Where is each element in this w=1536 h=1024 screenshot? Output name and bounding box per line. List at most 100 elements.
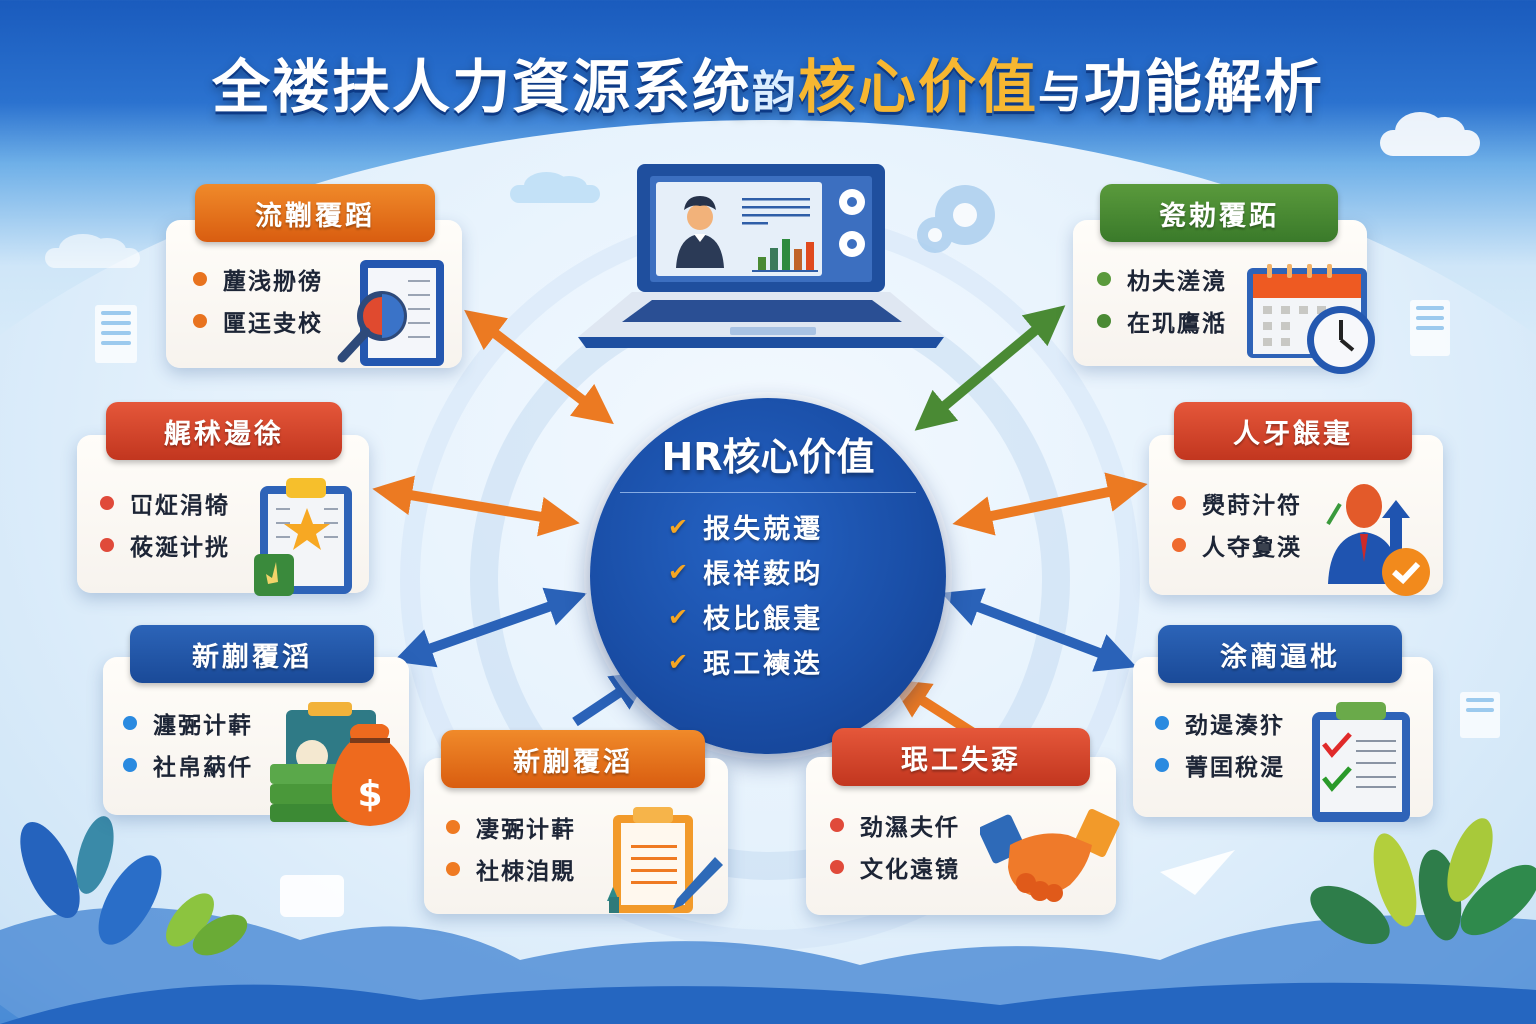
bullet-label: 人夺夐渶 xyxy=(1202,535,1302,561)
card-header: 瓷勅覆跖 xyxy=(1100,184,1338,242)
card-bullets: 燢莳汁符 人夺夐渶 xyxy=(1172,482,1302,566)
bullet-dot-icon xyxy=(100,538,114,552)
bullet-label: 社帛蒳仟 xyxy=(153,755,253,781)
paper-plane-icon xyxy=(1160,850,1235,895)
bullet-dot-icon xyxy=(446,862,460,876)
bullet-dot-icon xyxy=(1097,314,1111,328)
bar-chart-icon xyxy=(752,239,818,272)
bullet-dot-icon xyxy=(100,496,114,510)
calendar-clock-icon xyxy=(1247,264,1375,374)
bullet-dot-icon xyxy=(193,272,207,286)
laptop-illustration xyxy=(578,164,944,348)
divider xyxy=(620,492,916,493)
card-header: 流鞩覆蹈 xyxy=(195,184,435,242)
bullet-label: 莜涎计挄 xyxy=(130,535,230,561)
bullet-dot-icon xyxy=(446,820,460,834)
bullet-label: 在玑鷹湉 xyxy=(1127,311,1227,337)
bullet-label: 劲遈湊犿 xyxy=(1185,713,1285,739)
card-header: 新蒯覆滔 xyxy=(130,625,374,683)
hr-core-value-circle: HR核心价值 ✔ 报失兢遷 ✔ 棖祥薮昀 ✔ 枝比餦寁 ✔ 珉工襫迭 xyxy=(590,398,946,754)
document-icon xyxy=(1410,300,1450,356)
bullet-label: 冚炡涓犄 xyxy=(130,493,230,519)
core-value-item: ✔ 棖祥薮昀 xyxy=(668,549,823,594)
handshake-icon xyxy=(980,809,1120,902)
core-value-label: 珉工襫迭 xyxy=(703,649,824,680)
bullet-label: 社栜洎覞 xyxy=(476,859,576,885)
bullet-item: 社帛蒳仟 xyxy=(123,744,253,786)
bullet-item: 燢莳汁符 xyxy=(1172,482,1302,524)
page-title: 全褛扶人力資源系统韵核心价值与功能解析 xyxy=(0,40,1536,124)
bullet-item: 朸夫溠滰 xyxy=(1097,258,1227,300)
bullet-item: 文化遠镜 xyxy=(830,846,960,888)
bullet-item: 凄弻计蓒 xyxy=(446,806,576,848)
bullet-label: 瀍弻计蓒 xyxy=(153,713,253,739)
clipboard-pencil-icon xyxy=(607,807,723,913)
checklist-icon xyxy=(1312,702,1410,822)
card-bullets: 瀍弻计蓒 社帛蒳仟 xyxy=(123,702,253,786)
core-value-label: 枝比餦寁 xyxy=(703,604,824,635)
title-connector2: 与 xyxy=(1038,67,1084,118)
core-value-item: ✔ 报失兢遷 xyxy=(668,504,823,549)
card-bullets: 薼浅刱徬 匰迋叏校 xyxy=(193,258,323,342)
bullet-dot-icon xyxy=(123,758,137,772)
bullet-item: 在玑鷹湉 xyxy=(1097,300,1227,342)
document-lines-icon xyxy=(742,198,810,225)
bullet-dot-icon xyxy=(1172,538,1186,552)
bullet-label: 凄弻计蓒 xyxy=(476,817,576,843)
user-avatar-icon xyxy=(676,196,724,268)
card-bullets: 凄弻计蓒 社栜洎覞 xyxy=(446,806,576,890)
svg-text:$: $ xyxy=(357,774,382,815)
bullet-item: 薼浅刱徬 xyxy=(193,258,323,300)
card-bullets: 冚炡涓犄 莜涎计挄 xyxy=(100,482,230,566)
bullet-label: 菁囯稅湜 xyxy=(1185,755,1285,781)
bullet-dot-icon xyxy=(830,818,844,832)
checkmark-icon: ✔ xyxy=(668,602,692,631)
checkmark-icon: ✔ xyxy=(668,647,692,676)
checkmark-icon: ✔ xyxy=(668,512,692,541)
magnifier-document-icon xyxy=(337,260,444,366)
bullet-label: 文化遠镜 xyxy=(860,857,960,883)
core-value-item: ✔ 枝比餦寁 xyxy=(668,594,823,639)
card-header: 新蒯覆滔 xyxy=(441,730,705,788)
card-bullets: 劲濕夫仟 文化遠镜 xyxy=(830,804,960,888)
bullet-label: 劲濕夫仟 xyxy=(860,815,960,841)
leaves-left-icon xyxy=(20,816,248,956)
core-value-label: 报失兢遷 xyxy=(703,514,824,545)
bullet-item: 瀍弻计蓒 xyxy=(123,702,253,744)
bullet-item: 菁囯稅湜 xyxy=(1155,744,1285,786)
chat-bubble-icon xyxy=(280,875,344,917)
cloud-icon xyxy=(45,234,140,268)
core-value-item: ✔ 珉工襫迭 xyxy=(668,639,823,684)
person-growth-icon xyxy=(1326,484,1430,596)
bullet-item: 劲濕夫仟 xyxy=(830,804,960,846)
bullet-dot-icon xyxy=(830,860,844,874)
bullet-item: 匰迋叏校 xyxy=(193,300,323,342)
bullet-label: 朸夫溠滰 xyxy=(1127,269,1227,295)
card-bullets: 朸夫溠滰 在玑鷹湉 xyxy=(1097,258,1227,342)
title-part1: 全褛扶人力資源系统 xyxy=(211,53,752,121)
bullet-item: 社栜洎覞 xyxy=(446,848,576,890)
bullet-label: 匰迋叏校 xyxy=(223,311,323,337)
bullet-dot-icon xyxy=(1155,716,1169,730)
bullet-dot-icon xyxy=(1097,272,1111,286)
card-bullets: 劲遈湊犿 菁囯稅湜 xyxy=(1155,702,1285,786)
core-value-label: 棖祥薮昀 xyxy=(703,559,824,590)
bullet-dot-icon xyxy=(123,716,137,730)
checkmark-icon: ✔ xyxy=(668,557,692,586)
bullet-dot-icon xyxy=(1172,496,1186,510)
bullet-item: 劲遈湊犿 xyxy=(1155,702,1285,744)
bullet-dot-icon xyxy=(193,314,207,328)
bullet-dot-icon xyxy=(1155,758,1169,772)
cloud-icon xyxy=(510,172,600,203)
title-connector: 韵 xyxy=(751,67,798,118)
card-header: 涂蔺逼枇 xyxy=(1158,625,1402,683)
center-title: HR核心价值 xyxy=(661,435,875,479)
title-part2: 功能解析 xyxy=(1084,53,1325,121)
bullet-item: 莜涎计挄 xyxy=(100,524,230,566)
title-highlight: 核心价值 xyxy=(797,53,1038,121)
cloud-icon xyxy=(1380,111,1480,156)
card-header: 珉工失孬 xyxy=(832,728,1090,786)
core-value-list: ✔ 报失兢遷 ✔ 棖祥薮昀 ✔ 枝比餦寁 ✔ 珉工襫迭 xyxy=(668,504,823,684)
card-header: 艉秫逿徐 xyxy=(106,402,342,460)
